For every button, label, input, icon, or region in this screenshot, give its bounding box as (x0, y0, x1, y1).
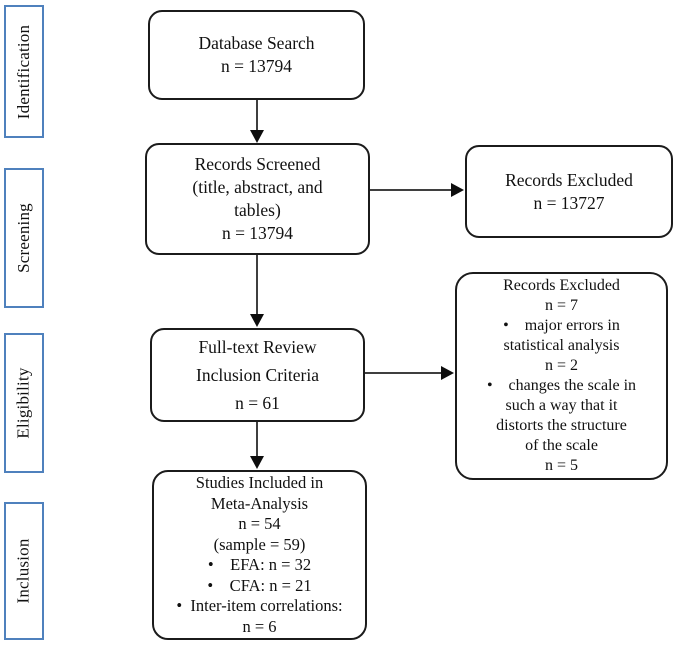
text-line: tables) (234, 200, 281, 220)
stage-label-identification: Identification (4, 5, 44, 138)
text-line: Full-text Review (198, 337, 317, 357)
node-records-screened: Records Screened (title, abstract, and tab… (145, 143, 370, 255)
arrowhead-right-icon (451, 183, 464, 197)
text-line: Database Search (198, 33, 315, 53)
arrowhead-down-icon (250, 314, 264, 327)
connector-screened-to-excluded (370, 189, 453, 191)
text-line: n = 5 (544, 457, 579, 474)
stage-label-screening: Screening (4, 168, 44, 308)
connector-fulltext-to-excluded (365, 372, 443, 374)
text-line: Meta-Analysis (210, 493, 309, 513)
text-line: • Inter-item correlations: (176, 596, 343, 615)
text-line: • major errors in (503, 317, 620, 334)
text-line: n = 61 (235, 393, 280, 413)
text-line: Records Excluded (503, 277, 620, 294)
text-line: (title, abstract, and (192, 177, 323, 197)
text-line: (sample = 59) (213, 534, 306, 554)
text-line: n = 54 (238, 514, 281, 533)
stage-label-text: Inclusion (14, 538, 34, 604)
text-line: n = 2 (544, 357, 579, 374)
arrowhead-down-icon (250, 456, 264, 469)
text-line: Records Screened (194, 154, 321, 174)
connector-screened-to-fulltext (256, 255, 258, 316)
text-line: • CFA: n = 21 (207, 575, 312, 595)
connector-fulltext-to-included (256, 422, 258, 458)
stage-label-text: Eligibility (14, 367, 33, 439)
text-line: n = 6 (242, 616, 277, 636)
text-line: n = 13794 (221, 223, 294, 243)
node-records-excluded-eligibility: Records Excluded n = 7 • major errors in st… (455, 272, 668, 480)
text-line: • EFA: n = 32 (207, 555, 312, 574)
arrowhead-down-icon (250, 130, 264, 143)
stage-label-inclusion: Inclusion (4, 502, 44, 640)
text-line: Inclusion Criteria (196, 365, 319, 385)
stage-label-text: Screening (14, 203, 33, 273)
text-line: statistical analysis (503, 337, 620, 354)
text-line: Studies Included in (195, 473, 324, 492)
node-database-search: Database Search n = 13794 (148, 10, 365, 100)
text-line: Records Excluded (505, 169, 633, 190)
text-line: n = 13794 (220, 56, 293, 76)
text-line: n = 13727 (533, 192, 605, 213)
text-line: such a way that it (505, 397, 618, 414)
text-line: n = 7 (544, 297, 579, 314)
stage-label-text: Identification (14, 24, 33, 119)
stage-label-eligibility: Eligibility (4, 333, 44, 473)
text-line: of the scale (525, 437, 598, 454)
text-line: distorts the structure (496, 417, 627, 434)
text-line: • changes the scale in (486, 377, 637, 394)
connector-db-to-screened (256, 100, 258, 132)
arrowhead-right-icon (441, 366, 454, 380)
